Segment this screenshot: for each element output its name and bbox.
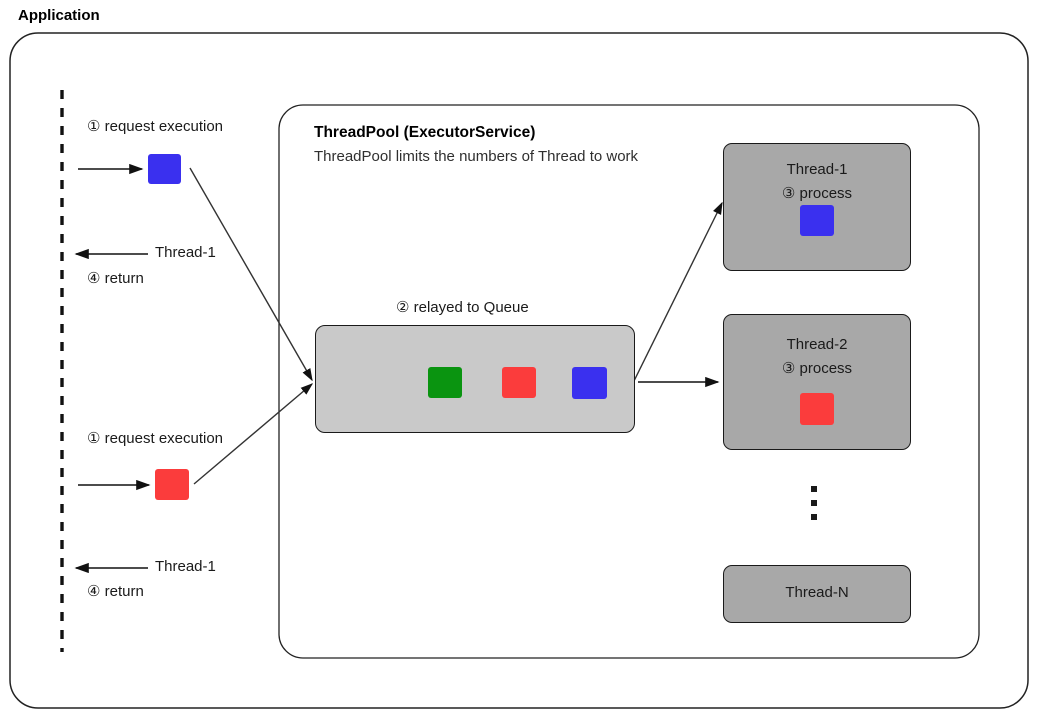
thread-2-status: ③ process bbox=[781, 360, 853, 377]
vertical-ellipsis-icon bbox=[811, 486, 819, 526]
return-1-label: ④ return bbox=[87, 270, 144, 287]
dispatch-arrow-thread-1 bbox=[632, 201, 723, 384]
page-title: Application bbox=[18, 7, 100, 24]
thread-box-n: Thread-N bbox=[723, 565, 911, 623]
threadpool-subtitle: ThreadPool limits the numbers of Thread … bbox=[314, 148, 639, 165]
thread-2-task-red bbox=[800, 393, 834, 425]
thread-box-1: Thread-1 ③ process bbox=[723, 143, 911, 271]
queue-caption: ② relayed to Queue bbox=[396, 299, 529, 316]
client-task-blue bbox=[148, 154, 181, 184]
thread-1-name: Thread-1 bbox=[786, 161, 848, 178]
thread-2-name: Thread-2 bbox=[786, 336, 848, 353]
enqueue-arrow-1 bbox=[189, 167, 313, 382]
queue-task-red bbox=[502, 367, 536, 398]
return-2-thread-name: Thread-1 bbox=[155, 558, 216, 575]
return-1-thread-name: Thread-1 bbox=[155, 244, 216, 261]
thread-box-2: Thread-2 ③ process bbox=[723, 314, 911, 450]
threadpool-title: ThreadPool (ExecutorService) bbox=[314, 124, 536, 141]
return-2-label: ④ return bbox=[87, 583, 144, 600]
queue-task-blue bbox=[572, 367, 607, 399]
request-2-label: ① request execution bbox=[87, 430, 224, 447]
queue-task-green bbox=[428, 367, 462, 398]
client-task-red bbox=[155, 469, 189, 500]
thread-1-task-blue bbox=[800, 205, 834, 236]
thread-1-status: ③ process bbox=[781, 185, 853, 202]
request-1-label: ① request execution bbox=[87, 118, 224, 135]
thread-n-name: Thread-N bbox=[785, 584, 849, 601]
